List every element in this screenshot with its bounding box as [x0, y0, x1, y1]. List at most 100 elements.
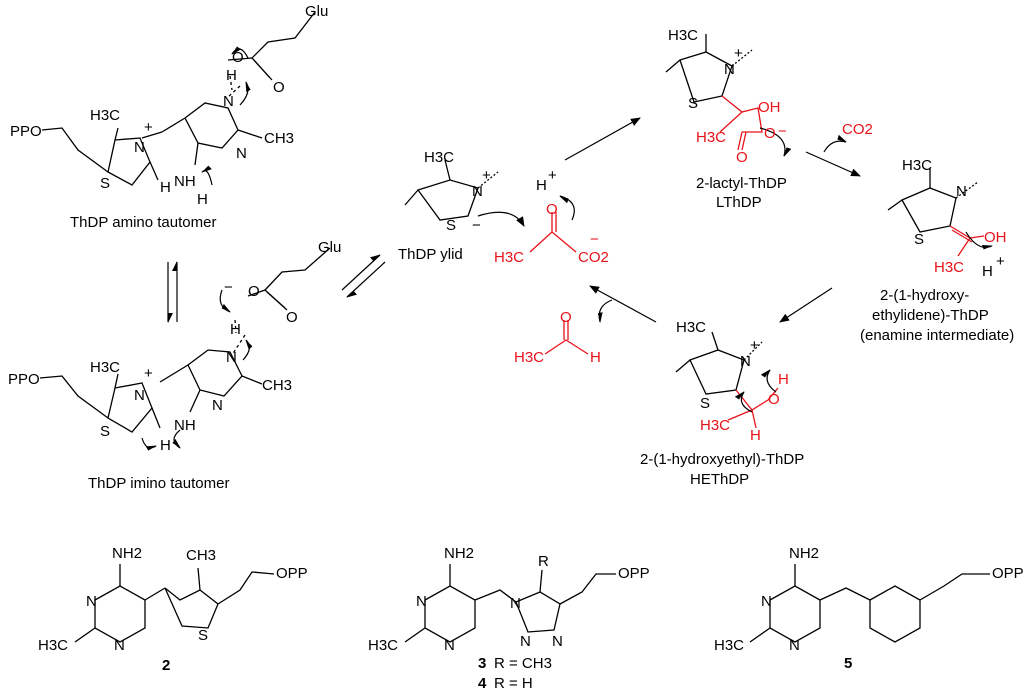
arrow-ylid-to-lthdp — [564, 117, 641, 161]
equilibrium-arrow-tautomers — [167, 261, 178, 323]
compound-3-r-group: R = CH3 — [494, 655, 552, 672]
n-label-c2: N — [86, 593, 97, 610]
s-label-hethdp: S — [700, 395, 710, 412]
caption-imino-tautomer: ThDP imino tautomer — [88, 475, 229, 492]
n-label-c3-2: N — [444, 637, 455, 654]
caption-amino-tautomer: ThDP amino tautomer — [70, 214, 216, 231]
n-label-imino: N — [226, 349, 237, 366]
compound-number-4: 4 — [478, 675, 487, 692]
s-label-amino: S — [100, 175, 110, 192]
n-label-c5-2: N — [789, 637, 800, 654]
n-label-c3-tri: N — [510, 595, 521, 612]
h-label-amino-2: H — [197, 191, 208, 208]
h-label-enamine: H — [982, 263, 993, 280]
h3c-label-pyruvate: H3C — [494, 249, 524, 266]
h-label-amino-3: H — [160, 179, 171, 196]
h3c-label-lthdp: H3C — [668, 27, 698, 44]
o-label-hethdp: O — [768, 391, 780, 408]
h3c-label-enamine: H3C — [902, 157, 932, 174]
caption-enamine-3: (enamine intermediate) — [860, 327, 1014, 344]
n-label-hethdp: N — [740, 353, 751, 370]
compound-number-5: 5 — [844, 655, 852, 672]
acetaldehyde-structure — [544, 320, 589, 355]
minus-label-lthdp: − — [778, 123, 787, 140]
minus-label-ylid: − — [472, 217, 481, 234]
oh-label-enamine: OH — [984, 229, 1007, 246]
opp-label-c2: OPP — [276, 565, 308, 582]
n-label-amino: N — [223, 93, 234, 110]
plus-label-enamine: + — [996, 253, 1005, 270]
glu-label-imino: Glu — [318, 239, 341, 256]
arrow-acetaldehyde-release — [597, 299, 613, 323]
o-label-amino-2: O — [273, 79, 285, 96]
n-label-imino-thz: N — [134, 387, 145, 404]
n-label-imino-2: N — [212, 397, 223, 414]
h-label-hethdp-red-2: H — [750, 427, 761, 444]
caption-hethdp-2: HEThDP — [690, 471, 749, 488]
n-label-ylid: N — [472, 183, 483, 200]
h3c-label-ylid: H3C — [424, 149, 454, 166]
h3c-label-lthdp-red: H3C — [696, 129, 726, 146]
ch3-label-c2: CH3 — [186, 547, 216, 564]
imino-tautomer-structure — [39, 247, 331, 451]
h-label-imino-2: H — [160, 437, 171, 454]
compound-number-3: 3 — [478, 655, 486, 672]
hethdp-structure — [675, 331, 779, 429]
compound-4-r-group: R = H — [494, 675, 533, 692]
h-label-ylid: H — [536, 177, 547, 194]
caption-enamine-1: 2-(1-hydroxy- — [880, 287, 969, 304]
glu-label-amino: Glu — [305, 3, 328, 20]
h3c-label-enamine-red: H3C — [934, 259, 964, 276]
enamine-structure — [887, 168, 993, 257]
caption-hethdp-1: 2-(1-hydroxyethyl)-ThDP — [640, 451, 804, 468]
s-label-imino: S — [100, 423, 110, 440]
plus-label-amino: + — [144, 119, 153, 136]
nh2-label-c3: NH2 — [444, 545, 474, 562]
ppo-label-imino: PPO — [8, 371, 40, 388]
n-label-amino-thz: N — [134, 139, 145, 156]
s-label-c2: S — [198, 627, 208, 644]
n-label-c5: N — [761, 593, 772, 610]
caption-lthdp-1: 2-lactyl-ThDP — [696, 175, 787, 192]
h3c-label-hethdp: H3C — [676, 319, 706, 336]
h3c-label-hethdp-red: H3C — [700, 417, 730, 434]
s-label-enamine: S — [914, 231, 924, 248]
caption-ylid: ThDP ylid — [398, 246, 463, 263]
arrow-hethdp-to-ylid — [589, 285, 657, 323]
h-label-hethdp-red: H — [778, 371, 789, 388]
plus-label-hethdp: + — [750, 337, 759, 354]
ylid-structure — [404, 159, 525, 227]
h-label-amino: H — [226, 67, 237, 84]
co2-label-release: CO2 — [842, 121, 873, 138]
nh2-label-c2: NH2 — [112, 545, 142, 562]
nh2-label-c5: NH2 — [789, 545, 819, 562]
compound-5-structure — [749, 564, 990, 643]
h3c-label-c2: H3C — [38, 637, 68, 654]
n-label-enamine: N — [956, 183, 967, 200]
o-label-pyruvate: O — [546, 201, 558, 218]
o-label-lthdp: O — [764, 125, 776, 142]
oh-label-lthdp: OH — [758, 99, 781, 116]
compound-3-4-structure — [404, 564, 616, 643]
curved-arrow-ylid-h — [559, 195, 575, 221]
amino-tautomer-structure — [41, 11, 316, 186]
o-label-imino-2: O — [286, 309, 298, 326]
h-label-acetaldehyde: H — [590, 349, 601, 366]
co2-label-pyruvate: CO2 — [578, 249, 609, 266]
o-label-imino: O — [248, 283, 260, 300]
h3c-label-amino: H3C — [90, 107, 120, 124]
h3c-label-imino: H3C — [90, 359, 120, 376]
s-label-ylid: S — [446, 217, 456, 234]
pyruvate-structure — [529, 212, 577, 253]
opp-label-c3: OPP — [618, 565, 650, 582]
plus-label-ylid: + — [482, 167, 491, 184]
o-label-acetaldehyde: O — [560, 309, 572, 326]
h3c-label-acetaldehyde: H3C — [514, 349, 544, 366]
h3c-label-c5: H3C — [714, 637, 744, 654]
o-label-amino: O — [232, 49, 244, 66]
h-label-imino: H — [230, 321, 241, 338]
compound-number-2: 2 — [162, 657, 170, 674]
arrow-enamine-to-hethdp — [779, 287, 833, 323]
n-label-c3: N — [416, 593, 427, 610]
